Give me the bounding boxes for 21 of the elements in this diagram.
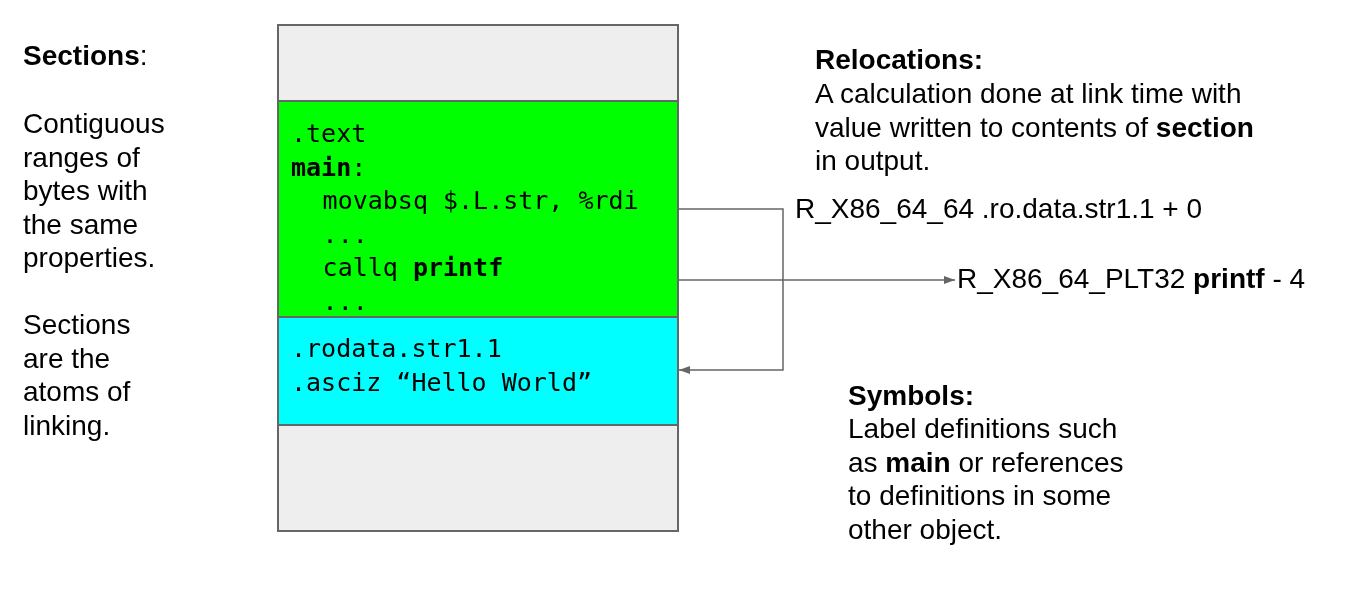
code-line: ... [322, 218, 368, 251]
heading-text: Symbols: [848, 379, 975, 413]
description-text: Label definitions such as main or references to definitions in some other object. [848, 412, 1125, 546]
heading-text: Relocations: [815, 43, 984, 77]
description-text: Contiguous ranges of bytes with the same properties. [23, 107, 166, 275]
code-line: .rodata.str1.1 [291, 333, 502, 365]
arrow [678, 276, 956, 284]
section-box [277, 316, 679, 426]
code-line: ... [322, 285, 368, 318]
code-line: movabsq $.L.str, %rdi [322, 185, 639, 217]
section-box [277, 100, 679, 318]
relocation-text: R_X86_64_PLT32 printf - 4 [957, 262, 1306, 296]
code-line: .asciz “Hello World” [291, 366, 593, 399]
description-text: Sections are the atoms of linking. [23, 308, 132, 442]
heading-text: Sections: [23, 39, 148, 73]
file-box [277, 24, 679, 532]
description-text: A calculation done at link time with value written to contents of section in output. [815, 77, 1255, 178]
code-line: callq printf [322, 252, 504, 284]
code-line: main: [291, 151, 367, 184]
code-line: .text [291, 118, 367, 150]
arrow [678, 208, 784, 374]
